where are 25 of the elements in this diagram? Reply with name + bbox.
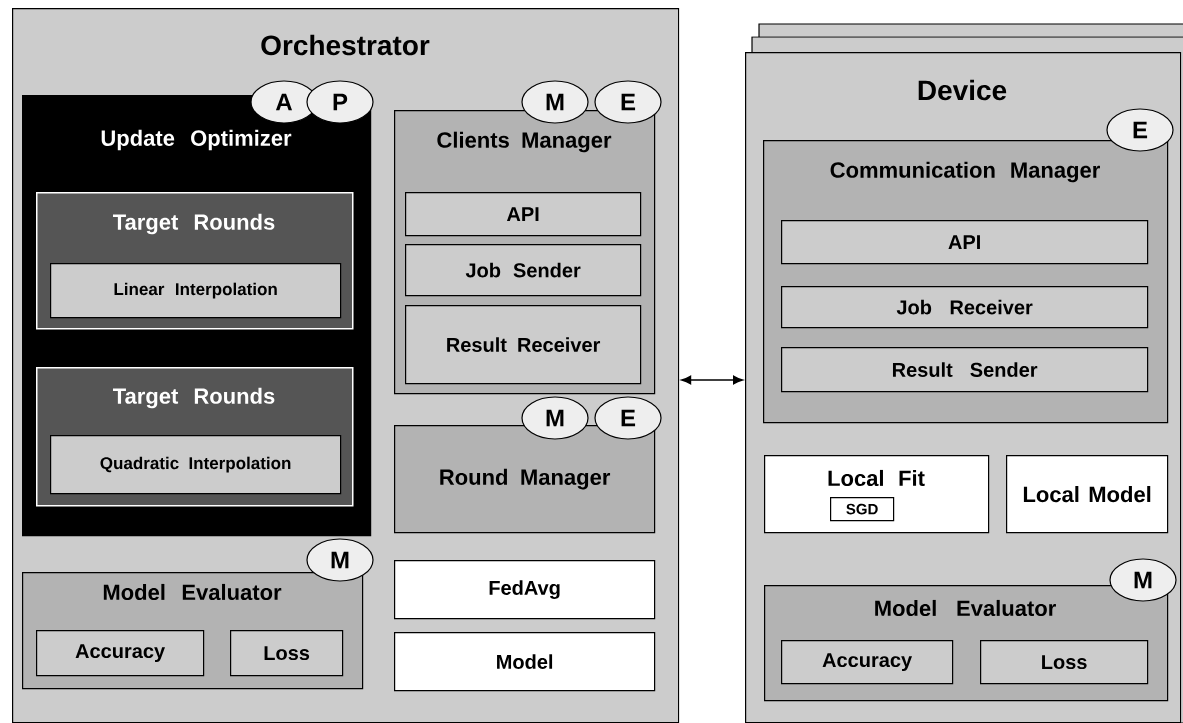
component-box: Result Receiver bbox=[405, 305, 642, 385]
metric-box: Accuracy bbox=[36, 630, 205, 677]
component-box: API bbox=[781, 220, 1149, 265]
component-box: Job Sender bbox=[405, 244, 642, 297]
metric-box: Loss bbox=[230, 630, 344, 677]
arrow bbox=[681, 375, 743, 385]
method-box: Quadratic Interpolation bbox=[50, 435, 342, 495]
method-box: Linear Interpolation bbox=[50, 263, 342, 319]
algorithm-box: SGD bbox=[830, 497, 895, 522]
badge: E bbox=[594, 80, 662, 124]
badge: E bbox=[1106, 108, 1174, 152]
component-box: Result Sender bbox=[781, 347, 1149, 393]
component-box: Job Receiver bbox=[781, 286, 1149, 329]
module-box: Local Model bbox=[1006, 455, 1169, 534]
badge: E bbox=[594, 396, 662, 440]
metric-box: Accuracy bbox=[781, 640, 954, 685]
badge: M bbox=[306, 538, 374, 582]
badge: M bbox=[521, 80, 589, 124]
module-box: Model bbox=[394, 632, 656, 692]
metric-box: Loss bbox=[980, 640, 1149, 685]
badge: P bbox=[306, 80, 374, 124]
module-box: FedAvg bbox=[394, 560, 656, 620]
component-box: API bbox=[405, 192, 642, 237]
badge: M bbox=[1109, 558, 1177, 602]
badge: M bbox=[521, 396, 589, 440]
